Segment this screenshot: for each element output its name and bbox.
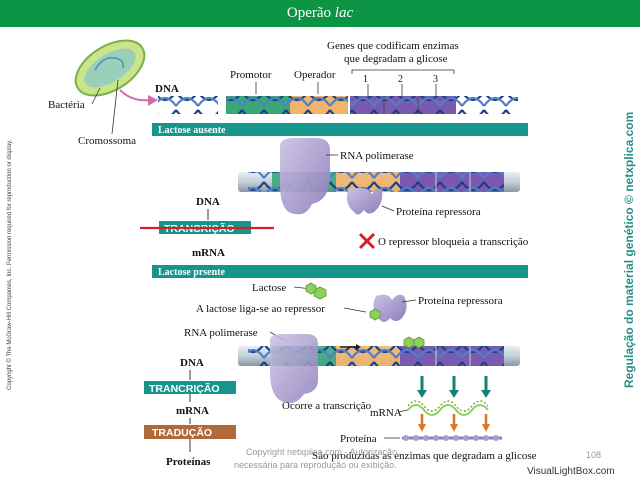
mrna-strand [407, 404, 489, 416]
proteina-repressora-label-2: Proteína repressora [418, 295, 503, 307]
mrna-label-3: mRNA [370, 407, 402, 419]
repressor-protein-blob [346, 188, 383, 215]
site-label: VisualLightBox.com [527, 466, 615, 477]
proteinas-label: Proteínas [166, 456, 211, 468]
bacteria-illustration [74, 39, 158, 106]
transcricao-label: TRANCRIÇÃO [149, 382, 220, 395]
cromossoma-label: Cromossoma [78, 135, 136, 147]
gene-3-label: 3 [433, 74, 438, 85]
sao-produzidas-label: São produzidas as enzimas que degradam a… [312, 450, 537, 462]
rna-polymerase-blob-1 [280, 138, 330, 215]
gene-2-label: 2 [398, 74, 403, 85]
dna-label-bottom: DNA [180, 357, 204, 369]
rna-polimerase-label-1: RNA polimerase [340, 150, 414, 162]
transcricao-box [144, 381, 236, 394]
side-copyright: Copyright © The McGraw-Hill Companies, I… [6, 139, 13, 390]
rna-polymerase-blob-2 [270, 334, 318, 403]
title-text: Operão [286, 5, 332, 21]
dna-label-top: DNA [155, 83, 179, 95]
lactose-ausente-label: Lactose ausente [158, 125, 226, 136]
protein-chain [402, 435, 502, 441]
lactose-presente-bar [152, 265, 528, 278]
dna-label-middle: DNA [196, 196, 220, 208]
watermark-line1: Copyright netxplica.com - Autorização [246, 447, 397, 457]
rna-polimerase-label-2: RNA polimerase [184, 327, 258, 339]
lactose-liga-label: A lactose liga-se ao repressor [196, 303, 325, 315]
title-italic: lac [334, 5, 354, 21]
lactose-presente-label: Lactose prsente [158, 267, 225, 278]
ocorre-transcricao-label: Ocorre a transcrição [282, 400, 372, 412]
promotor-label: Promotor [230, 69, 272, 81]
operador-label: Operador [294, 69, 336, 81]
traducao-label: TRADUÇÃO [152, 426, 212, 439]
repressor-with-lactose-blob [373, 294, 407, 322]
mrna-label-1: mRNA [192, 247, 225, 259]
dna-strand-top [158, 96, 518, 114]
translation-arrows [418, 414, 490, 432]
genes-label-line1: Genes que codificam enzimas [327, 40, 459, 52]
proteina-label: Proteína [340, 433, 377, 445]
transcription-arrows [417, 376, 491, 398]
side-title: Regulação do material genético © netxpli… [622, 112, 636, 388]
mrna-label-2: mRNA [176, 405, 209, 417]
x-icon [358, 232, 376, 250]
genes-label-line2: que degradam a glicose [344, 53, 448, 65]
gene-1-label: 1 [363, 74, 368, 85]
lactose-ausente-bar [152, 123, 528, 136]
proteina-repressora-label-1: Proteína repressora [396, 206, 481, 218]
watermark-line2: necessária para reprodução ou exibição. [234, 460, 397, 470]
traducao-box [144, 425, 236, 439]
bacteria-label: Bactéria [48, 99, 85, 111]
title-bar: Operão lac [0, 0, 640, 27]
lactose-molecule [305, 282, 327, 300]
lactose-label: Lactose [252, 282, 286, 294]
page-number: 108 [586, 450, 601, 460]
repressor-bloqueia-label: O repressor bloqueia a transcrição [378, 236, 529, 248]
free-lactose-molecules [403, 336, 425, 349]
